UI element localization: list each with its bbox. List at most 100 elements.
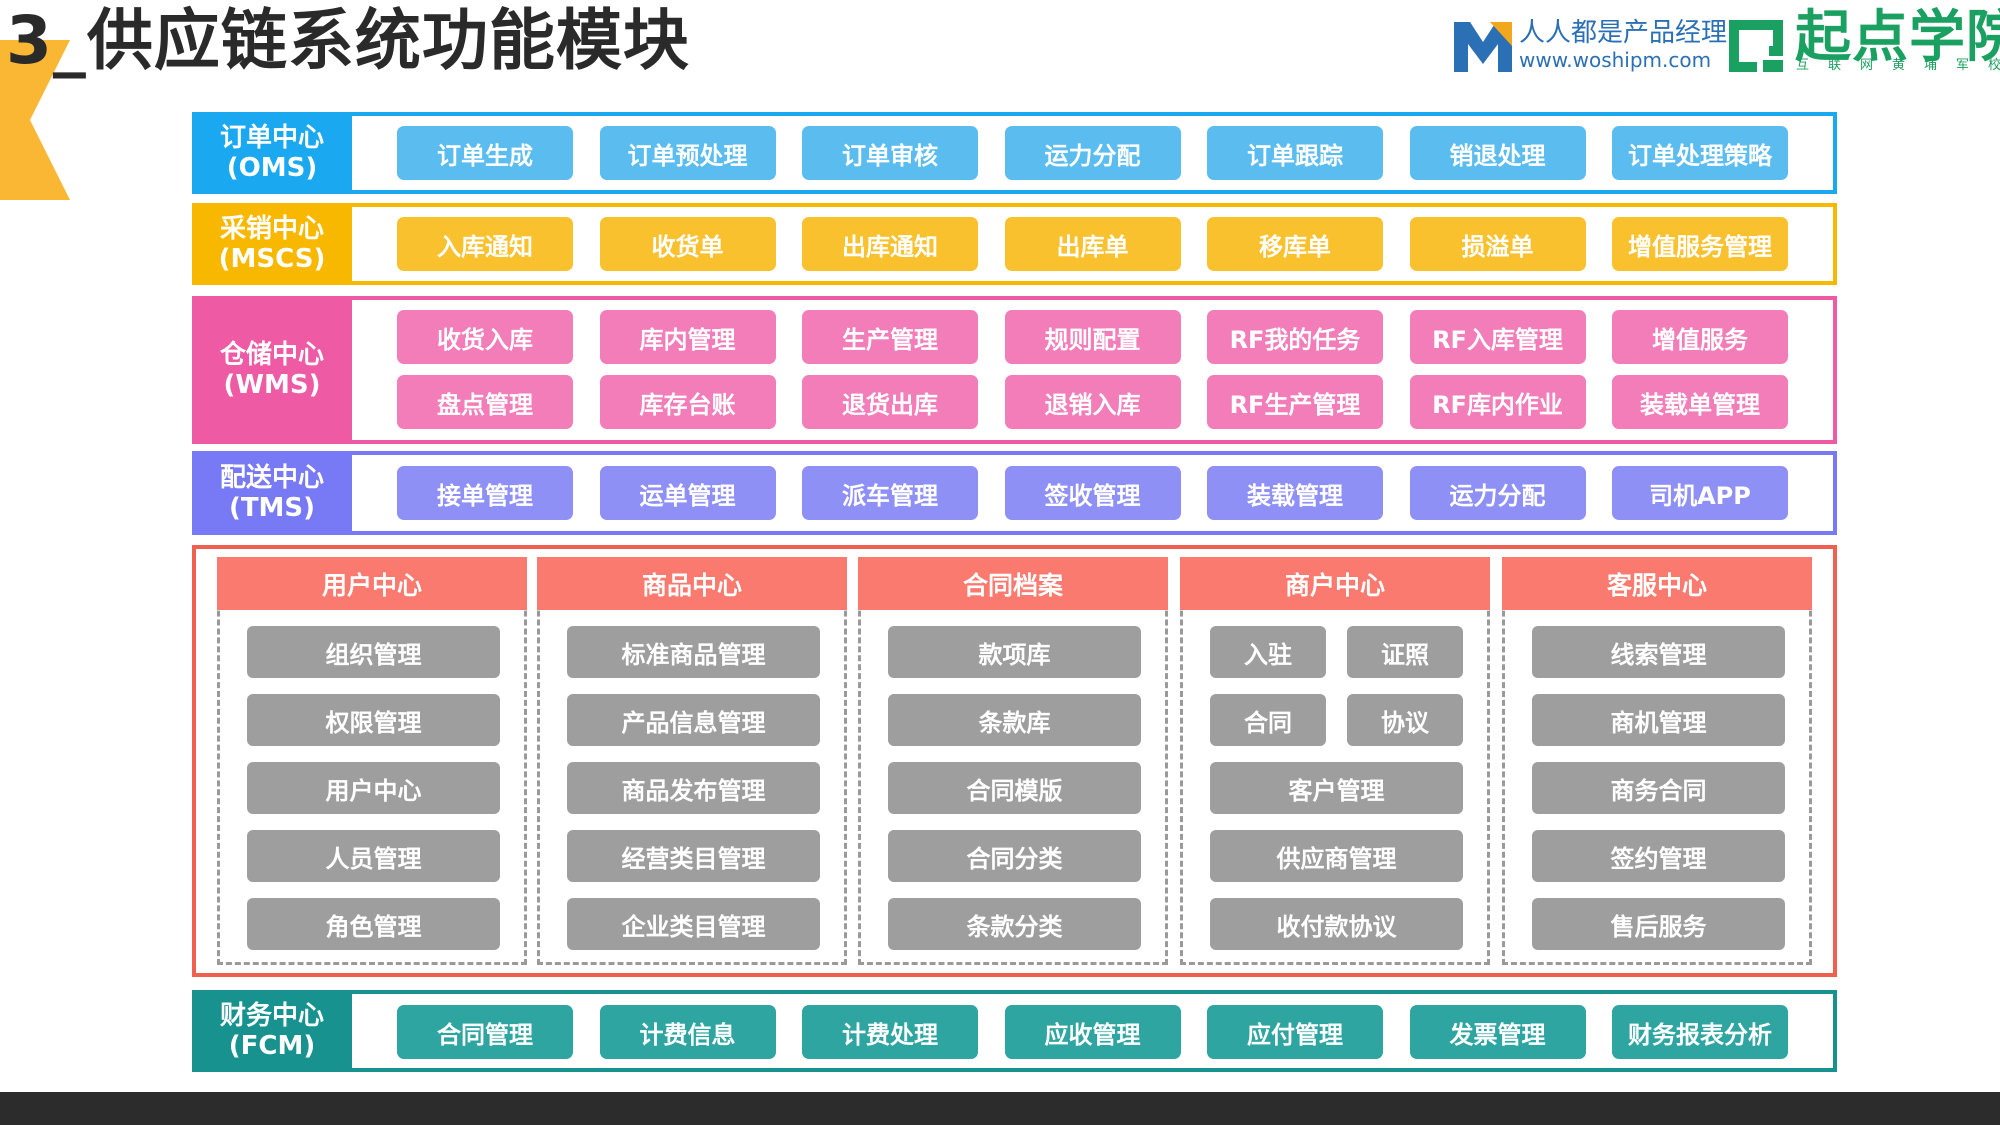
center-column-header: 商品中心 — [537, 557, 847, 610]
wms-item: 退销入库 — [1004, 375, 1181, 429]
center-column-header: 合同档案 — [858, 557, 1168, 610]
wms-item: RF我的任务 — [1207, 310, 1383, 364]
mscs-item: 出库单 — [1004, 217, 1181, 271]
center-item: 合同分类 — [888, 830, 1141, 882]
tms-item: 签收管理 — [1004, 466, 1181, 520]
center-item: 用户中心 — [247, 762, 500, 814]
wms-item: 库存台账 — [599, 375, 776, 429]
oms-item: 订单生成 — [397, 126, 573, 180]
center-item: 角色管理 — [247, 898, 500, 950]
center-item: 组织管理 — [247, 626, 500, 678]
fcm-item: 应收管理 — [1004, 1005, 1181, 1059]
fcm-item: 发票管理 — [1409, 1005, 1586, 1059]
oms-label-code: (OMS) — [226, 153, 318, 183]
center-item: 商品发布管理 — [567, 762, 820, 814]
center-column-box — [217, 557, 527, 965]
wms-item: 规则配置 — [1004, 310, 1181, 364]
center-item: 证照 — [1347, 626, 1463, 678]
fcm-item: 合同管理 — [397, 1005, 573, 1059]
fcm-item: 计费信息 — [599, 1005, 776, 1059]
center-item: 企业类目管理 — [567, 898, 820, 950]
wms-item: 收货入库 — [397, 310, 573, 364]
center-item: 客户管理 — [1210, 762, 1463, 814]
center-item: 合同 — [1210, 694, 1326, 746]
center-column-box — [537, 557, 847, 965]
fcm-label-name: 财务中心 — [219, 1001, 324, 1031]
oms-item: 订单处理策略 — [1612, 126, 1788, 180]
oms-item: 订单跟踪 — [1207, 126, 1383, 180]
bottom-bar — [0, 1092, 2000, 1125]
center-item: 标准商品管理 — [567, 626, 820, 678]
woshipm-url: www.woshipm.com — [1519, 48, 1712, 72]
fcm-label-code: (FCM) — [228, 1031, 316, 1061]
wms-label: 仓储中心 (WMS) — [192, 296, 352, 444]
wms-item: RF入库管理 — [1409, 310, 1586, 364]
center-item: 商务合同 — [1532, 762, 1785, 814]
mscs-item: 出库通知 — [802, 217, 978, 271]
tms-label: 配送中心 (TMS) — [192, 451, 352, 535]
mscs-item: 入库通知 — [397, 217, 573, 271]
center-item: 收付款协议 — [1210, 898, 1463, 950]
qidian-subtitle: 互联网黄埔军校 — [1796, 58, 2000, 73]
wms-item: 增值服务 — [1612, 310, 1788, 364]
mscs-label-name: 采销中心 — [219, 214, 324, 244]
center-item: 款项库 — [888, 626, 1141, 678]
mscs-item: 移库单 — [1207, 217, 1383, 271]
woshipm-logo-icon — [1454, 22, 1512, 72]
center-item: 线索管理 — [1532, 626, 1785, 678]
center-item: 协议 — [1347, 694, 1463, 746]
mscs-label-code: (MSCS) — [218, 244, 326, 274]
center-column-header: 用户中心 — [217, 557, 527, 610]
center-item: 权限管理 — [247, 694, 500, 746]
tms-item: 司机APP — [1612, 466, 1788, 520]
wms-item: 生产管理 — [802, 310, 978, 364]
center-item: 条款库 — [888, 694, 1141, 746]
wms-item: RF库内作业 — [1409, 375, 1586, 429]
center-item: 供应商管理 — [1210, 830, 1463, 882]
center-column-box — [858, 557, 1168, 965]
wms-item: 装载单管理 — [1612, 375, 1788, 429]
fcm-item: 应付管理 — [1207, 1005, 1383, 1059]
center-column-box — [1502, 557, 1812, 965]
center-item: 入驻 — [1210, 626, 1326, 678]
fcm-label: 财务中心 (FCM) — [192, 990, 352, 1072]
page-title: 3_供应链系统功能模块 — [6, 2, 690, 79]
wms-item: 库内管理 — [599, 310, 776, 364]
oms-label: 订单中心 (OMS) — [192, 112, 352, 194]
qidian-logo-icon — [1729, 20, 1783, 72]
wms-item: 退货出库 — [802, 375, 978, 429]
center-item: 合同模版 — [888, 762, 1141, 814]
tms-item: 派车管理 — [802, 466, 978, 520]
oms-item: 订单预处理 — [599, 126, 776, 180]
center-column-header: 商户中心 — [1180, 557, 1490, 610]
tms-item: 运力分配 — [1409, 466, 1586, 520]
mscs-item: 收货单 — [599, 217, 776, 271]
woshipm-name: 人人都是产品经理 — [1519, 18, 1728, 48]
oms-item: 销退处理 — [1409, 126, 1586, 180]
tms-item: 运单管理 — [599, 466, 776, 520]
wms-item: RF生产管理 — [1207, 375, 1383, 429]
oms-label-name: 订单中心 — [219, 123, 324, 153]
center-item: 产品信息管理 — [567, 694, 820, 746]
center-item: 售后服务 — [1532, 898, 1785, 950]
center-item: 人员管理 — [247, 830, 500, 882]
center-column-header: 客服中心 — [1502, 557, 1812, 610]
wms-label-name: 仓储中心 — [219, 340, 324, 370]
oms-item: 订单审核 — [802, 126, 978, 180]
tms-item: 接单管理 — [397, 466, 573, 520]
mscs-label: 采销中心 (MSCS) — [192, 203, 352, 285]
center-item: 条款分类 — [888, 898, 1141, 950]
tms-label-name: 配送中心 — [219, 463, 324, 493]
chevron-decoration-icon — [0, 40, 70, 200]
fcm-item: 财务报表分析 — [1612, 1005, 1788, 1059]
wms-label-code: (WMS) — [223, 370, 321, 400]
mscs-item: 增值服务管理 — [1612, 217, 1788, 271]
center-item: 经营类目管理 — [567, 830, 820, 882]
center-item: 签约管理 — [1532, 830, 1785, 882]
fcm-item: 计费处理 — [802, 1005, 978, 1059]
qidian-name: 起点学院 — [1795, 5, 2000, 70]
oms-item: 运力分配 — [1004, 126, 1181, 180]
mscs-item: 损溢单 — [1409, 217, 1586, 271]
center-item: 商机管理 — [1532, 694, 1785, 746]
